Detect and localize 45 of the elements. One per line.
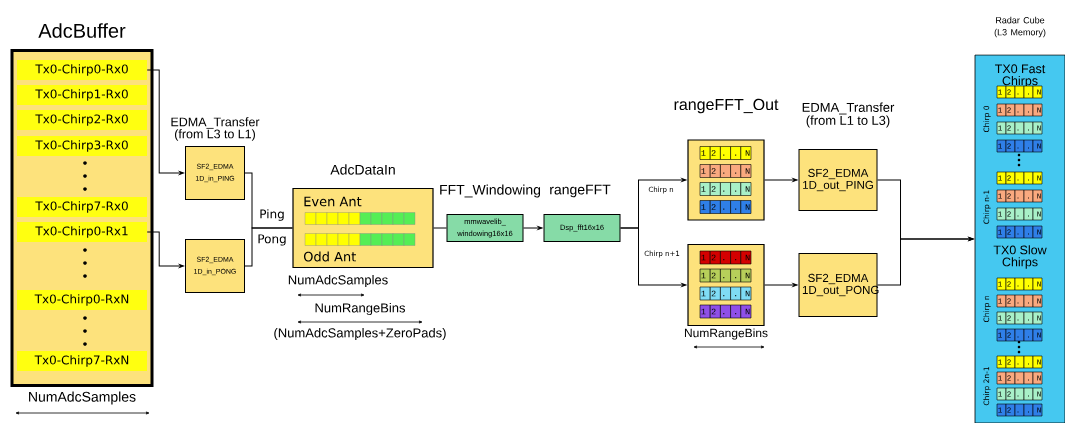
step-heading: rangeFFT_Out bbox=[674, 98, 779, 114]
cell-row: 1 2 . . N bbox=[699, 200, 752, 214]
memory-heading: Radar Cube (L3 Memory) bbox=[994, 16, 1046, 38]
step-heading: EDMA_Transfer (from L1 to L3) bbox=[802, 102, 895, 128]
edge-label: Pong bbox=[258, 234, 286, 246]
arrow bbox=[764, 283, 798, 287]
edge-label: Ping bbox=[260, 209, 284, 221]
cell-row: 1 2 . . N bbox=[699, 182, 752, 196]
step-heading: EDMA_Transfer (from L3 to L1) bbox=[171, 117, 260, 141]
arrow bbox=[146, 231, 184, 268]
section-heading: TX0 Slow Chirps bbox=[993, 245, 1047, 269]
edma-box: SF2_EDMA 1D_out_PING bbox=[798, 149, 878, 211]
cell-row: 1 2 . . N bbox=[699, 250, 752, 265]
buffer-row: Tx0-Chirp0-Rx1 bbox=[17, 222, 147, 242]
dimension-label: NumAdcSamples bbox=[29, 391, 136, 405]
step-heading: rangeFFT bbox=[550, 184, 611, 198]
cell-row: 1 2 . . N bbox=[699, 164, 752, 178]
buffer-label: Odd Ant bbox=[303, 251, 356, 262]
buffer-row: Tx0-Chirp3-Rx0 bbox=[17, 136, 147, 156]
arrow bbox=[764, 178, 798, 182]
arrow bbox=[877, 237, 974, 286]
cell-row: 1 2 . . N bbox=[699, 286, 752, 301]
cell-row: 1 2 . . N bbox=[699, 304, 752, 319]
cell-row: 1 2 . . N bbox=[699, 146, 752, 160]
buffer-row: Tx0-Chirp1-Rx0 bbox=[17, 85, 147, 105]
heading: AdcDataIn bbox=[330, 164, 395, 175]
buffer-row: Tx0-Chirp2-Rx0 bbox=[17, 110, 147, 130]
dimension-label: (NumAdcSamples+ZeroPads) bbox=[274, 327, 446, 341]
dimension-label: NumRangeBins bbox=[685, 328, 768, 340]
arrow bbox=[146, 69, 184, 175]
arrow bbox=[523, 226, 543, 230]
output-buffer bbox=[687, 139, 765, 221]
output-buffer bbox=[687, 243, 765, 327]
buffer-row: Tx0-Chirp0-Rx0 bbox=[17, 60, 147, 80]
section-heading: TX0 Fast Chirps bbox=[995, 64, 1046, 88]
buffer-label: Even Ant bbox=[304, 196, 362, 207]
cell-row: 1 2 . . N bbox=[699, 268, 752, 283]
dimension-label: NumRangeBins bbox=[315, 302, 406, 316]
buffer-row: Tx0-Chirp7-RxN bbox=[17, 351, 147, 371]
heading: AdcBuffer bbox=[38, 23, 126, 38]
arrow bbox=[620, 227, 687, 287]
edma-box: SF2_EDMA 1D_out_PONG bbox=[798, 253, 879, 317]
step-heading: FFT_Windowing bbox=[440, 184, 541, 198]
buffer-row: Tx0-Chirp0-RxN bbox=[17, 290, 147, 310]
buffer-row: Tx0-Chirp7-Rx0 bbox=[17, 197, 147, 217]
